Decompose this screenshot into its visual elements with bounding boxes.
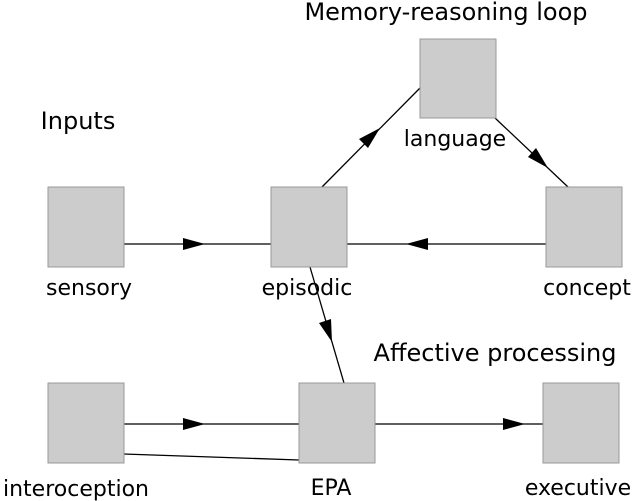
sensory-label: sensory (46, 276, 132, 301)
language-label: language (404, 127, 506, 152)
arrowhead-sensory-episodic (183, 238, 205, 250)
arrowhead-language-concept (528, 148, 548, 168)
edges (123, 87, 569, 461)
edge-language-concept (494, 117, 569, 188)
executive-box (542, 382, 620, 464)
node-epa: EPA (298, 382, 376, 501)
episodic-label: episodic (262, 276, 353, 301)
executive-label: executive (525, 476, 631, 501)
arrowhead-epa-executive (503, 418, 525, 430)
language-box (419, 38, 497, 119)
interoception-label: interoception (3, 477, 149, 501)
edge-interoception-epa-secondary (123, 453, 300, 461)
epa-box (298, 382, 376, 464)
interoception-box (47, 382, 125, 464)
concept-box (545, 186, 623, 268)
memory-reasoning-loop-title: Memory-reasoning loop (304, 0, 587, 26)
arrowhead-episodic-language (359, 128, 380, 148)
node-executive: executive (525, 382, 631, 501)
inputs-title: Inputs (41, 107, 116, 135)
sensory-box (47, 186, 125, 268)
node-language: language (404, 38, 506, 152)
node-sensory: sensory (46, 186, 132, 301)
arrowhead-concept-episodic (406, 238, 428, 250)
arrowhead-episodic-epa (319, 319, 332, 342)
concept-label: concept (543, 276, 631, 301)
node-episodic: episodic (262, 186, 353, 301)
node-interoception: interoception (3, 382, 149, 501)
episodic-box (270, 186, 348, 268)
arrowhead-interoception-epa (183, 418, 205, 430)
node-concept: concept (543, 186, 631, 301)
epa-label: EPA (311, 476, 352, 501)
affective-processing-title: Affective processing (374, 339, 617, 367)
